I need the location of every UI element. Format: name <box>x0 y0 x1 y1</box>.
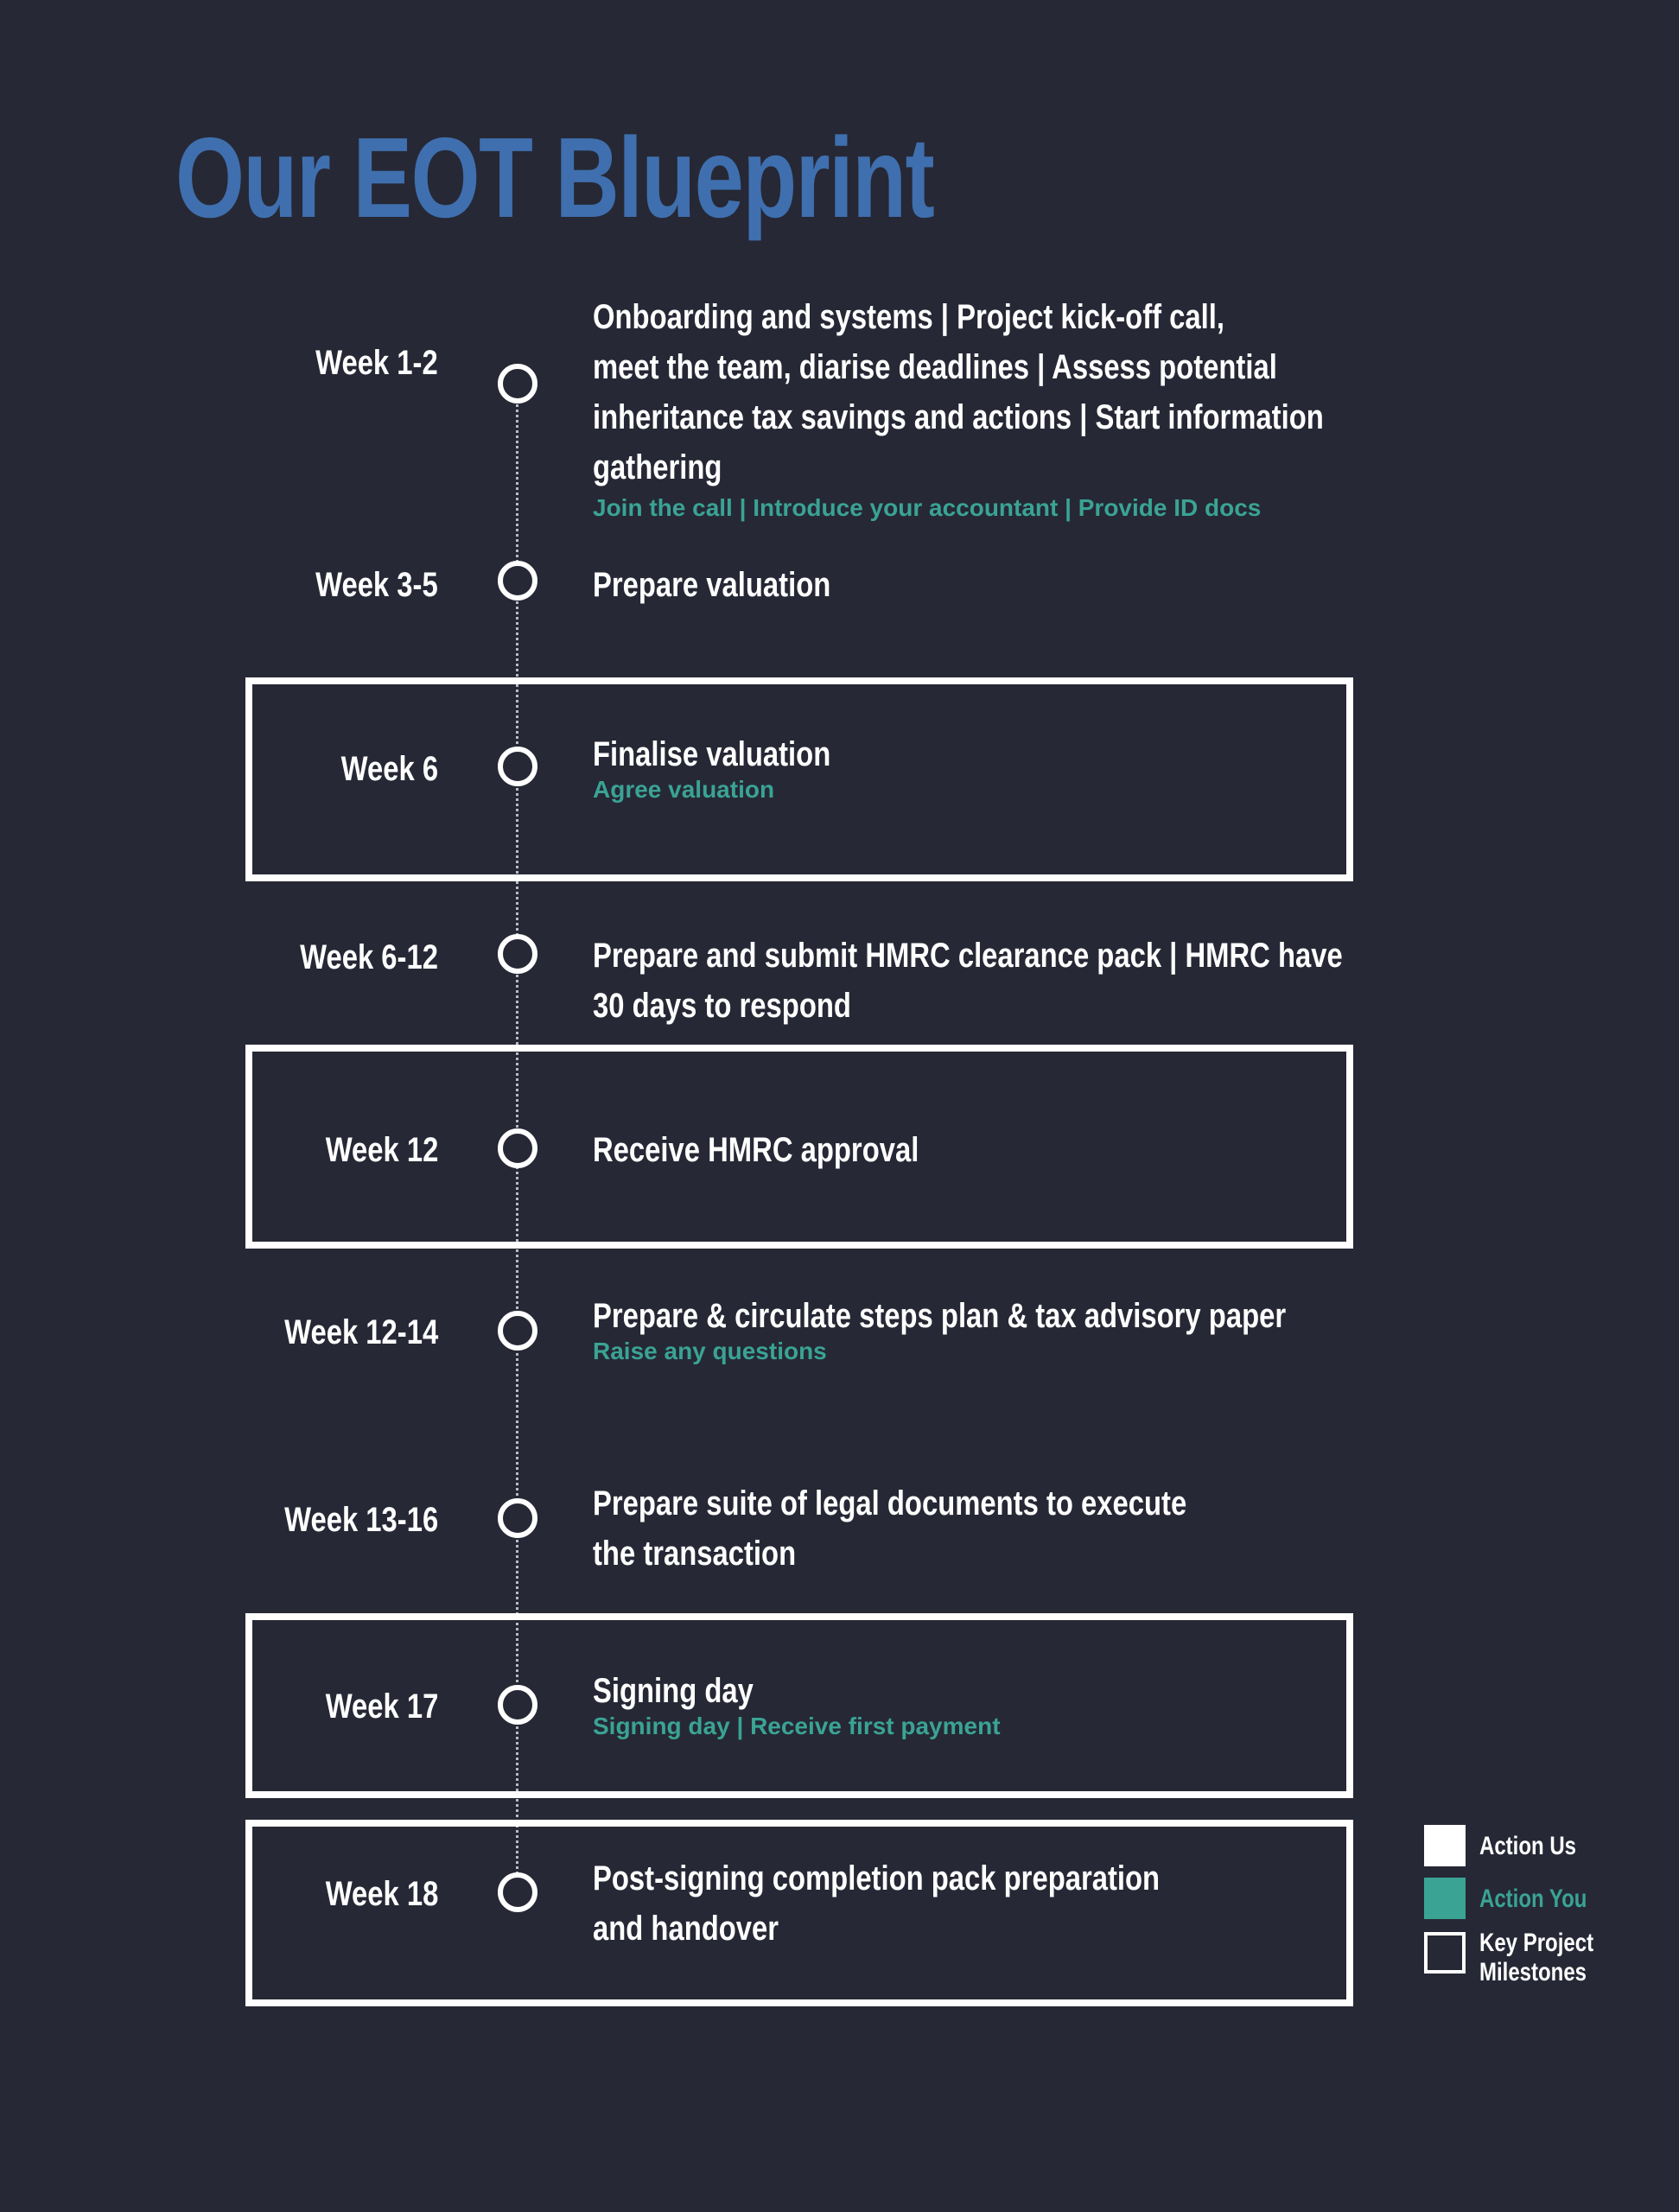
timeline-node-icon <box>498 1685 537 1725</box>
white-square-icon <box>1424 1825 1466 1866</box>
milestone-box-week-6 <box>245 677 1353 881</box>
step-client-action: Signing day | Receive first payment <box>593 1713 1001 1739</box>
legend-label: Action Us <box>1479 1832 1577 1860</box>
week-label: Week 13-16 <box>283 1501 438 1539</box>
week-label: Week 18 <box>325 1875 438 1913</box>
week-label: Week 3-5 <box>315 566 438 604</box>
milestone-box-week-18 <box>245 1820 1353 2006</box>
page-title: Our EOT Blueprint <box>175 114 935 241</box>
step-description: Finalise valuation <box>593 735 831 773</box>
step-description: Receive HMRC approval <box>593 1131 919 1169</box>
step-description: Prepare & circulate steps plan & tax adv… <box>593 1297 1287 1335</box>
step-client-action: Raise any questions <box>593 1338 827 1364</box>
timeline-step: Receive HMRC approval <box>593 1125 990 1175</box>
week-label: Week 12-14 <box>283 1313 438 1351</box>
timeline-node-icon <box>498 1498 537 1538</box>
week-label: Week 6 <box>340 750 438 788</box>
week-label: Week 1-2 <box>315 344 438 382</box>
legend-label: Key Project Milestones <box>1479 1929 1594 1986</box>
timeline-step: Post-signing completion pack preparation… <box>593 1853 1284 1954</box>
step-description: Prepare valuation <box>593 566 831 604</box>
step-description: Post-signing completion pack preparation… <box>593 1859 1161 1948</box>
timeline-node-icon <box>498 934 537 974</box>
outline-square-icon <box>1424 1932 1466 1974</box>
timeline-step: Onboarding and systems | Project kick-of… <box>593 292 1484 524</box>
timeline-step: Prepare valuation <box>593 560 883 610</box>
step-description: Prepare suite of legal documents to exec… <box>593 1484 1187 1573</box>
milestone-box-week-17 <box>245 1613 1353 1798</box>
timeline-node-icon <box>498 364 537 404</box>
step-description: Prepare and submit HMRC clearance pack |… <box>593 937 1343 1025</box>
timeline-node-icon <box>498 1872 537 1912</box>
step-description: Signing day <box>593 1672 754 1710</box>
milestone-box-week-12 <box>245 1045 1353 1249</box>
step-client-action: Join the call | Introduce your accountan… <box>593 494 1262 521</box>
week-label: Week 6-12 <box>300 938 438 976</box>
timeline-node-icon <box>498 1311 537 1351</box>
step-client-action: Agree valuation <box>593 776 775 803</box>
timeline-node-icon <box>498 1128 537 1168</box>
timeline-step: Signing day Signing day | Receive first … <box>593 1666 1001 1742</box>
step-description: Onboarding and systems | Project kick-of… <box>593 298 1324 486</box>
teal-square-icon <box>1424 1878 1466 1919</box>
timeline-step: Finalise valuation Agree valuation <box>593 729 883 805</box>
week-label: Week 12 <box>325 1131 438 1169</box>
timeline-step: Prepare & circulate steps plan & tax adv… <box>593 1291 1438 1367</box>
timeline-node-icon <box>498 561 537 601</box>
week-label: Week 17 <box>325 1688 438 1726</box>
timeline-node-icon <box>498 747 537 786</box>
legend-label: Action You <box>1479 1885 1587 1913</box>
timeline-step: Prepare and submit HMRC clearance pack |… <box>593 931 1507 1031</box>
timeline-step: Prepare suite of legal documents to exec… <box>593 1478 1317 1579</box>
